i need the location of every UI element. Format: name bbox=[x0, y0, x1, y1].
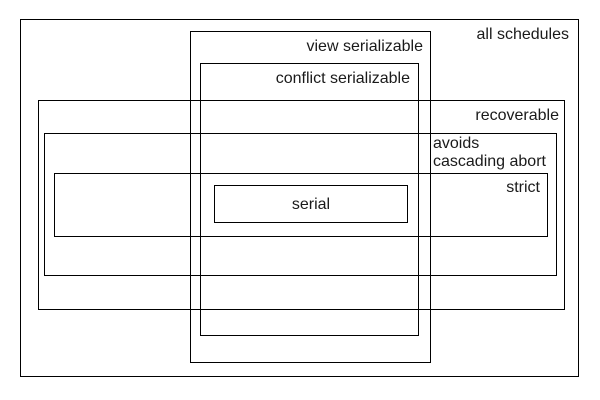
view-serializable-label: view serializable bbox=[306, 38, 424, 55]
serial-label: serial bbox=[291, 195, 331, 213]
all-schedules-label: all schedules bbox=[476, 26, 570, 43]
conflict-serializable-label: conflict serializable bbox=[275, 70, 410, 87]
region-serial: serial bbox=[214, 185, 408, 223]
avoids-cascading-abort-label: avoids cascading abort bbox=[433, 135, 546, 170]
strict-label: strict bbox=[506, 179, 540, 196]
recoverable-label: recoverable bbox=[475, 107, 559, 124]
